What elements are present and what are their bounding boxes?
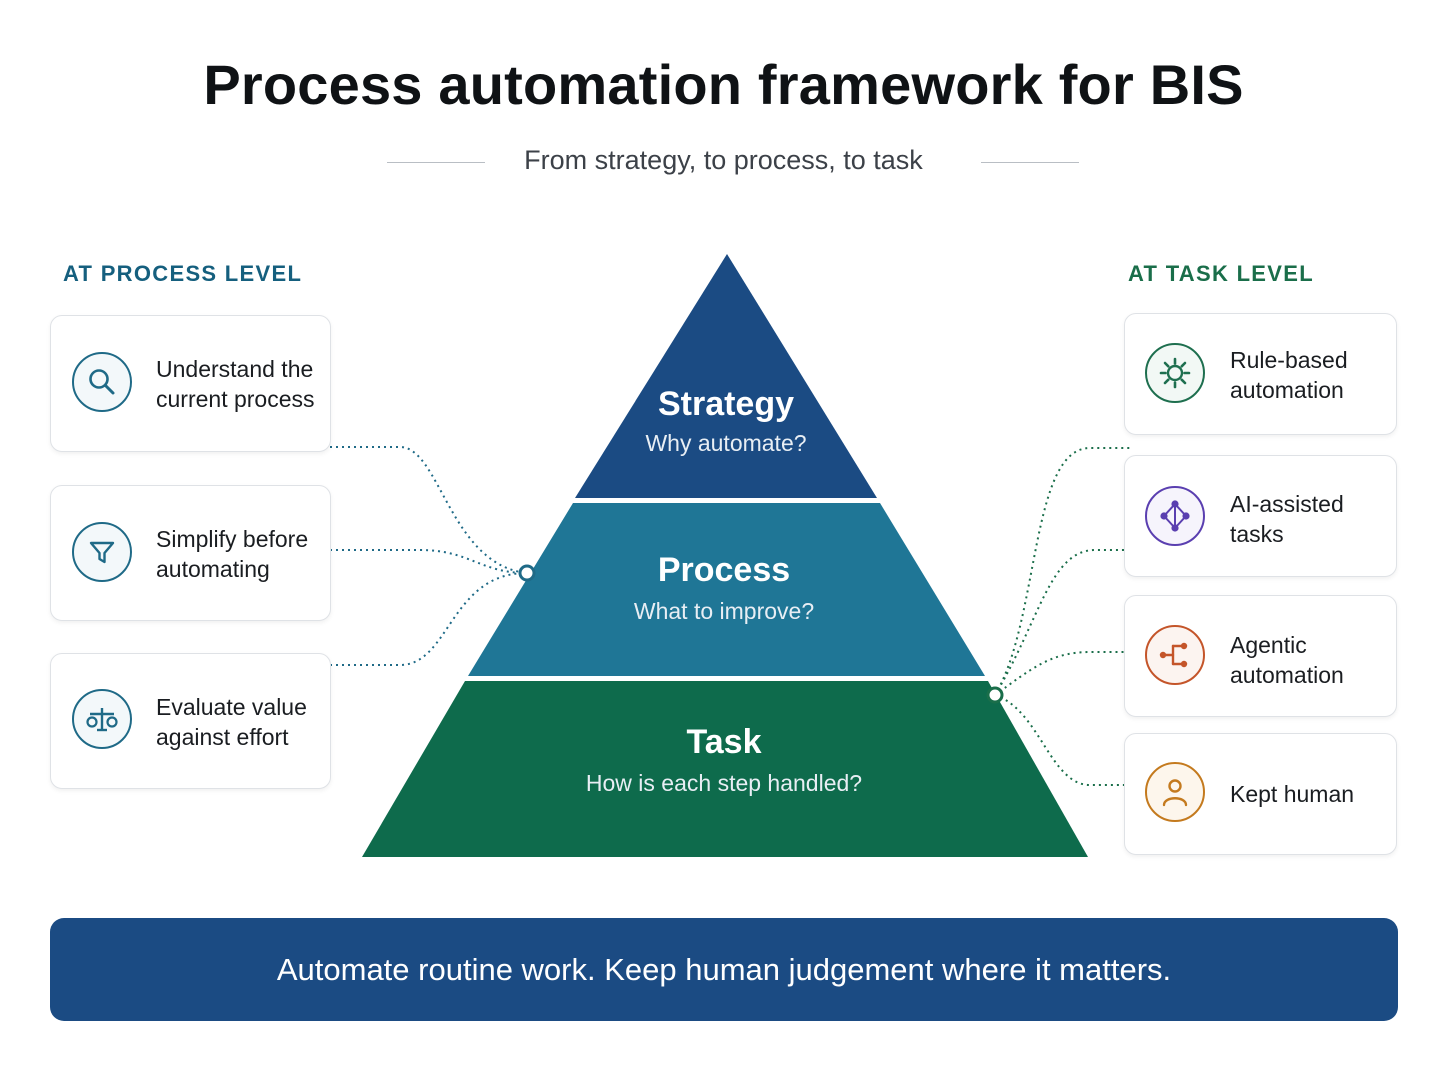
- subtitle-rule-left: [387, 162, 485, 163]
- card-agentic-text: Agentic automation: [1230, 632, 1344, 688]
- subtitle: From strategy, to process, to task: [524, 145, 923, 175]
- network-nodes-icon: [1145, 486, 1205, 546]
- key-message-banner: Automate routine work. Keep human judgem…: [50, 918, 1398, 1021]
- page-title: Process automation framework for BIS: [203, 53, 1244, 116]
- strategy-level: Strategy Why automate?: [526, 384, 926, 458]
- banner-text: Automate routine work. Keep human judgem…: [276, 951, 1172, 987]
- process-level: Process What to improve?: [524, 550, 924, 626]
- task-junction-dot: [986, 686, 1004, 704]
- connector-evaluate: [330, 572, 528, 666]
- card-kept-human-text: Kept human: [1230, 781, 1355, 807]
- magnifier-icon: [72, 352, 132, 412]
- subtitle-rule-right: [981, 162, 1079, 163]
- card-agentic: Agentic automation: [1124, 595, 1397, 717]
- strategy-title: Strategy: [657, 385, 795, 423]
- process-subtitle: What to improve?: [633, 598, 815, 624]
- gear-icon: [1145, 343, 1205, 403]
- pyramid-task-layer: [362, 681, 1088, 857]
- card-simplify: Simplify before automating: [50, 485, 331, 621]
- filter-icon: [72, 522, 132, 582]
- connector-understand: [330, 446, 528, 574]
- pyramid-strategy-layer: [575, 254, 877, 498]
- process-title: Process: [657, 551, 791, 589]
- right-connectors: [994, 447, 1133, 786]
- process-junction-dot: [518, 564, 536, 582]
- card-rule-based-text: Rule-based automation: [1230, 347, 1348, 403]
- pyramid-process-layer: [468, 503, 985, 676]
- process-level-heading: AT PROCESS LEVEL: [63, 261, 303, 286]
- card-ai-assisted-text: AI-assisted tasks: [1230, 491, 1344, 547]
- subtitle-row: From strategy, to process, to task: [0, 145, 1447, 181]
- strategy-subtitle: Why automate?: [645, 430, 807, 456]
- connector-ai-assisted: [994, 549, 1125, 696]
- card-ai-assisted: AI-assisted tasks: [1124, 455, 1397, 577]
- task-level-heading: AT TASK LEVEL: [1128, 261, 1314, 286]
- card-rule-based: Rule-based automation: [1124, 313, 1397, 435]
- branching-flow-icon: [1145, 625, 1205, 685]
- connector-agentic: [994, 651, 1125, 696]
- connector-simplify: [330, 549, 528, 574]
- card-evaluate: Evaluate value against effort: [50, 653, 331, 789]
- card-kept-human: Kept human: [1124, 733, 1397, 855]
- left-connectors: [330, 446, 528, 666]
- balance-scale-icon: [72, 689, 132, 749]
- person-icon: [1145, 762, 1205, 822]
- task-subtitle: How is each step handled?: [585, 770, 863, 796]
- card-evaluate-text: Evaluate value against effort: [156, 694, 307, 750]
- task-level: Task How is each step handled?: [524, 722, 924, 798]
- card-understand-text: Understand the current process: [156, 356, 315, 412]
- task-title: Task: [686, 723, 762, 761]
- card-understand-process: Understand the current process: [50, 315, 331, 452]
- card-simplify-text: Simplify before automating: [156, 526, 309, 582]
